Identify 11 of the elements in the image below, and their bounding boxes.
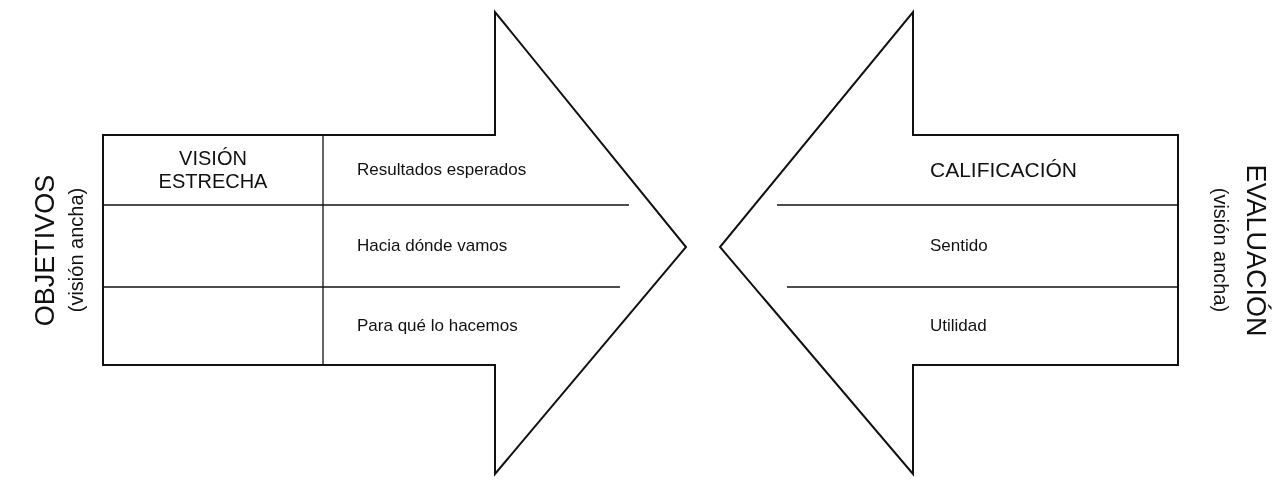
cell-text: Resultados esperados — [357, 160, 527, 180]
block-arrow — [716, 10, 1272, 478]
cell-text: Para qué lo hacemos — [357, 316, 518, 336]
cell-text: VISIÓN ESTRECHA — [157, 147, 269, 193]
side-subheading: (visión ancha) — [66, 186, 86, 315]
side-heading: OBJETIVOS — [31, 173, 59, 328]
cell-text: CALIFICACIÓN — [930, 157, 1078, 183]
cell-text: Hacia dónde vamos — [357, 236, 508, 256]
side-subheading: (visión ancha) — [1211, 186, 1231, 315]
cell-text: Sentido — [930, 236, 988, 256]
cell-text: Utilidad — [930, 316, 987, 336]
